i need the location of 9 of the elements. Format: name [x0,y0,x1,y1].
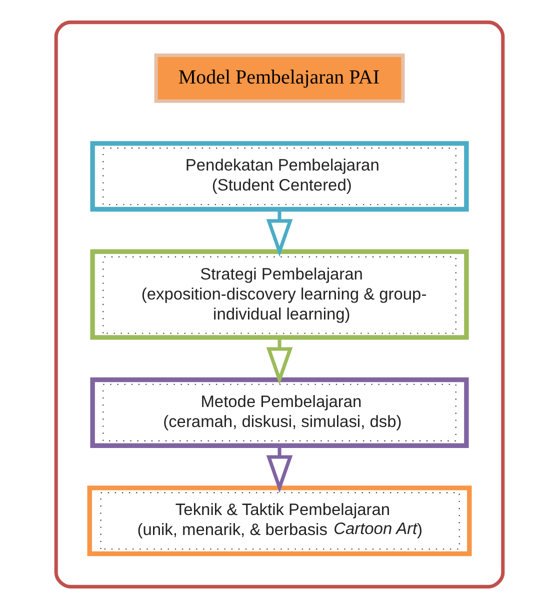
cluster [54,20,504,588]
node-box: Teknik & Taktik Pembelajaran (unik, menarik, & berbasis Cartoon Art) [86,486,472,556]
node-box: Model Pembelajaran PAI [154,53,404,103]
arrow [266,446,292,493]
node-box: Strategi Pembelajaran (exposition-discovery learning & group-individual learning) [90,249,468,340]
node-box: Pendekatan Pembelajaran (Student Centered) [90,141,468,212]
node-box: Metode Pembelajaran (ceramah, diskusi, simulasi, dsb) [90,377,468,448]
arrow [266,209,292,257]
arrow [266,338,292,385]
